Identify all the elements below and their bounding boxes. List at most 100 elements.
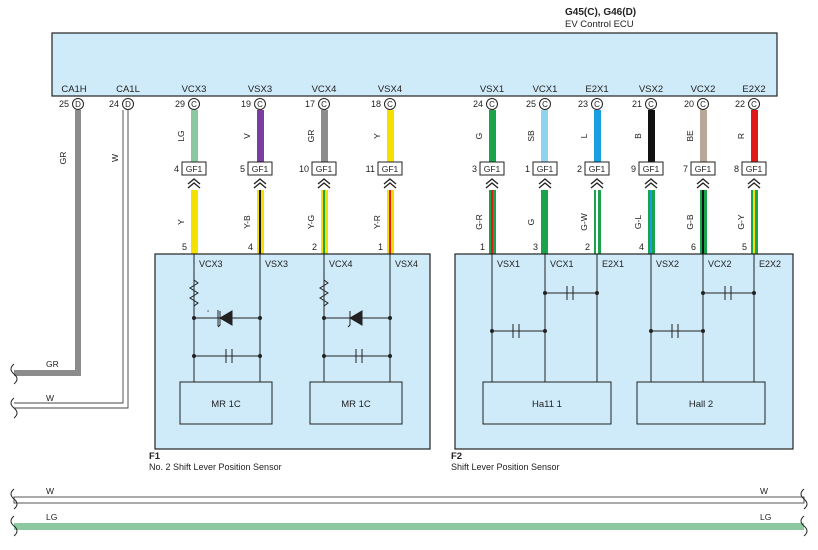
f2-block-label-1: Ha11 1 xyxy=(532,399,562,410)
f1-mr-block-1 xyxy=(179,381,273,425)
f1-terminal-vcx4: VCX4 xyxy=(329,259,353,269)
wire-label: GR xyxy=(306,130,316,143)
svg-text:7: 7 xyxy=(683,164,688,174)
svg-text:C: C xyxy=(387,100,393,109)
break-mark xyxy=(10,397,18,419)
bottom-wire-label-right-lg: LG xyxy=(760,512,771,522)
wire-label-w: W xyxy=(110,154,120,162)
sensor-pin: 4 xyxy=(248,242,253,252)
f2-terminal-vcx1: VCX1 xyxy=(550,259,574,269)
ecu-connectors: G45(C), G46(D) xyxy=(565,7,636,18)
wire-label: Y-G xyxy=(306,215,316,229)
svg-text:1: 1 xyxy=(525,164,530,174)
upper-wires xyxy=(191,110,758,162)
ecu-signal-vsx1: VSX1 xyxy=(480,84,504,95)
wire-label: G xyxy=(526,219,536,226)
bottom-wire-label-left-lg: LG xyxy=(46,512,57,522)
ecu-signal-vcx4: VCX4 xyxy=(312,84,337,95)
svg-text:C: C xyxy=(191,100,197,109)
f1-name: No. 2 Shift Lever Position Sensor xyxy=(149,462,282,472)
f2-id: F2 xyxy=(451,451,462,462)
svg-text:19: 19 xyxy=(241,99,251,109)
svg-text:5: 5 xyxy=(240,164,245,174)
wire-label: Y-R xyxy=(372,215,382,229)
svg-text:18: 18 xyxy=(371,99,381,109)
sensor-pin: 1 xyxy=(378,242,383,252)
wire-label: G-L xyxy=(633,215,643,229)
f2-hall-block-1 xyxy=(482,381,612,425)
wire-label: LG xyxy=(176,130,186,141)
ecu-pin-circles: D D C C C C C C C C C C 25 24 29 19 17 1… xyxy=(59,98,760,110)
ecu-name: EV Control ECU xyxy=(565,19,634,30)
svg-text:C: C xyxy=(489,100,495,109)
ecu-signal-ca1h: CA1H xyxy=(61,84,86,95)
wire-label: G-Y xyxy=(736,214,746,229)
sensor-pin: 3 xyxy=(533,242,538,252)
sensor-pin: 1 xyxy=(480,242,485,252)
svg-text:29: 29 xyxy=(175,99,185,109)
wire-gr-left xyxy=(14,110,81,376)
f1-mr-block-2 xyxy=(309,381,403,425)
svg-text:GF1: GF1 xyxy=(537,164,554,174)
svg-text:24: 24 xyxy=(473,99,483,109)
svg-text:GF1: GF1 xyxy=(252,164,269,174)
f2-circuit xyxy=(491,254,755,382)
ecu-signal-vcx2: VCX2 xyxy=(691,84,716,95)
break-mark xyxy=(10,363,18,385)
svg-text:D: D xyxy=(75,100,81,109)
wire-label: G-R xyxy=(474,214,484,230)
sensor-pin: 5 xyxy=(742,242,747,252)
wire-label: SB xyxy=(526,130,536,142)
ecu-signal-vsx3: VSX3 xyxy=(248,84,272,95)
f2-terminal-vsx2: VSX2 xyxy=(656,259,679,269)
f1-terminal-vsx3: VSX3 xyxy=(265,259,288,269)
f2-terminal-vcx2: VCX2 xyxy=(708,259,732,269)
svg-text:C: C xyxy=(257,100,263,109)
f2-block-label-2: Hall 2 xyxy=(689,399,713,410)
f2-terminal-vsx1: VSX1 xyxy=(497,259,520,269)
sensor-pin: 2 xyxy=(585,242,590,252)
sensor-pin: 6 xyxy=(691,242,696,252)
svg-text:10: 10 xyxy=(299,164,309,174)
svg-text:24: 24 xyxy=(109,99,119,109)
wire-w-left xyxy=(14,110,129,409)
gf1-connectors: GF1 GF1 GF1 GF1 GF1 GF1 GF1 GF1 GF1 GF1 … xyxy=(174,161,767,189)
wire-label: V xyxy=(242,133,252,139)
sensor-pin: 5 xyxy=(182,242,187,252)
svg-text:D: D xyxy=(125,100,131,109)
ecu-signal-vsx2: VSX2 xyxy=(639,84,663,95)
f1-id: F1 xyxy=(149,451,161,462)
svg-text:9: 9 xyxy=(631,164,636,174)
f1-block-label-1: MR 1C xyxy=(211,399,241,410)
svg-text:11: 11 xyxy=(366,164,375,174)
svg-text:3: 3 xyxy=(472,164,477,174)
ecu-signal-vsx4: VSX4 xyxy=(378,84,402,95)
svg-text:GF1: GF1 xyxy=(484,164,501,174)
svg-text:23: 23 xyxy=(578,99,588,109)
svg-text:C: C xyxy=(700,100,706,109)
wire-label: L xyxy=(579,133,589,138)
wire-label: R xyxy=(736,133,746,139)
bottom-wires xyxy=(10,488,808,537)
svg-text:20: 20 xyxy=(684,99,694,109)
sensor-pin: 2 xyxy=(312,242,317,252)
ecu-signal-ca1l: CA1L xyxy=(116,84,140,95)
ecu-signal-e2x2: E2X2 xyxy=(742,84,765,95)
wire-label: Y-B xyxy=(242,215,252,229)
svg-text:C: C xyxy=(648,100,654,109)
f1-block-label-2: MR 1C xyxy=(341,399,371,410)
left-wire-label-w: W xyxy=(46,393,54,403)
svg-text:22: 22 xyxy=(735,99,745,109)
wire-label: BE xyxy=(685,130,695,142)
svg-text:GF1: GF1 xyxy=(382,164,399,174)
svg-text:4: 4 xyxy=(174,164,179,174)
sensor-pin: 4 xyxy=(639,242,644,252)
wire-label-gr: GR xyxy=(58,152,68,165)
svg-text:17: 17 xyxy=(305,99,315,109)
ecu-signal-vcx1: VCX1 xyxy=(533,84,558,95)
svg-text:C: C xyxy=(321,100,327,109)
svg-text:GF1: GF1 xyxy=(643,164,660,174)
svg-text:21: 21 xyxy=(632,99,642,109)
bottom-wire-label-left-w: W xyxy=(46,486,54,496)
